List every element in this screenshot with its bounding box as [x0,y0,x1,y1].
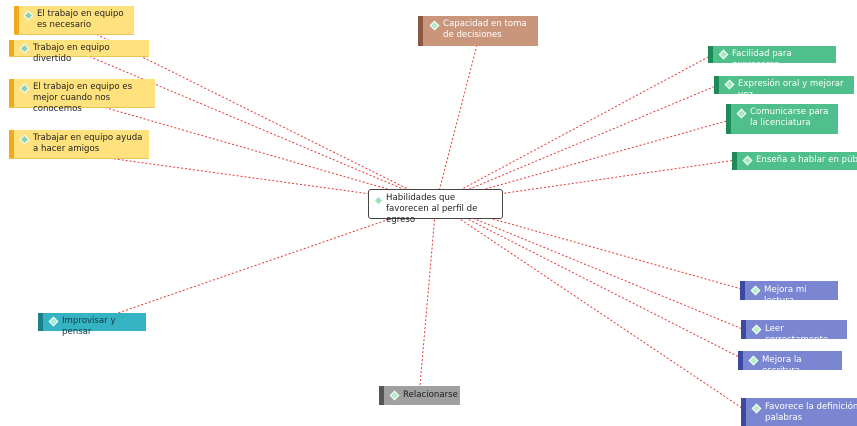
topic-definicion-palabras[interactable]: Favorece la definición de palabras [741,398,857,426]
topic-label: Leer correctamente [765,324,829,345]
topic-label: Favorece la definición de palabras [765,402,857,423]
topic-leer-correctamente[interactable]: Leer correctamente [741,320,847,345]
central-topic[interactable]: Habilidades que favorecen al perfil de e… [368,189,503,225]
diamond-icon [736,108,747,119]
diamond-icon [751,403,762,414]
topic-trabajo-equipo-necesario[interactable]: El trabajo en equipo es necesario [14,6,134,35]
diamond-icon [724,79,735,90]
topic-mejora-escritura[interactable]: Mejora la escritura [738,351,842,376]
topic-trabajo-equipo-mejor[interactable]: El trabajo en equipo es mejor cuando nos… [9,79,155,114]
topic-label: Trabajo en equipo divertido [33,43,110,64]
diamond-icon [19,134,30,145]
diamond-icon [373,195,384,206]
topic-label: Enseña a hablar en público [756,155,857,165]
topic-facilidad-expresarse[interactable]: Facilidad para expresarse [708,46,836,70]
central-topic-label: Habilidades que favorecen al perfil de e… [386,193,478,225]
topic-toma-de-decisiones[interactable]: Capacidad en toma de decisiones [418,16,538,46]
topic-label: Facilidad para expresarse [732,49,792,70]
topic-label: Mejora la escritura [762,355,802,376]
topic-label: Relacionarse [403,390,458,400]
diamond-icon [48,316,59,327]
topic-hablar-en-publico[interactable]: Enseña a hablar en público [732,152,857,170]
topic-label: Trabajar en equipo ayuda a hacer amigos [33,133,143,154]
diamond-icon [742,155,753,166]
topic-relacionarse[interactable]: Relacionarse [379,386,460,405]
topic-improvisar-pensar[interactable]: Improvisar y pensar [38,313,146,337]
topic-mejora-lectura[interactable]: Mejora mi lectura [740,281,838,306]
diamond-icon [23,10,34,21]
topic-label: Comunicarse para la licenciatura [750,107,829,128]
topic-label: El trabajo en equipo es mejor cuando nos… [33,82,133,114]
topic-trabajo-equipo-divertido[interactable]: Trabajo en equipo divertido [9,40,149,64]
diamond-icon [748,355,759,366]
topic-label: Expresión oral y mejorar voz [738,79,844,100]
diamond-icon [718,49,729,60]
diamond-icon [389,390,400,401]
topic-comunicarse-licenciatura[interactable]: Comunicarse para la licenciatura [726,104,838,134]
diamond-icon [19,83,30,94]
topic-label: Capacidad en toma de decisiones [443,19,527,40]
topic-label: El trabajo en equipo es necesario [37,9,124,30]
topic-trabajar-equipo-amigos[interactable]: Trabajar en equipo ayuda a hacer amigos [9,130,149,159]
diamond-icon [429,20,440,31]
topic-expresion-oral[interactable]: Expresión oral y mejorar voz [714,76,854,100]
diamond-icon [751,324,762,335]
topic-label: Mejora mi lectura [764,285,807,306]
topic-label: Improvisar y pensar [62,316,116,337]
diamond-icon [19,43,30,54]
diamond-icon [750,285,761,296]
